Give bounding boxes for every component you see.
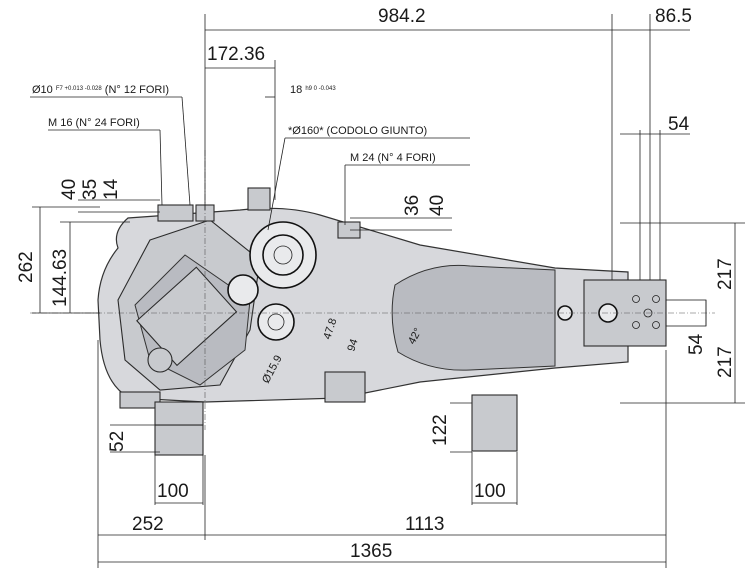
- dim-40-left: 40: [59, 179, 80, 200]
- dim-217-bottom: 217: [715, 346, 736, 378]
- dim-172-36: 172.36: [207, 44, 265, 65]
- dim-54-right: 54: [686, 333, 707, 355]
- dim-foot-left: 100: [157, 481, 189, 502]
- bolt-holes-spec: Ø10 F7 +0.013 -0.028 (N° 12 FORI): [32, 81, 169, 96]
- dim-foot-right: 100: [474, 481, 506, 502]
- dim-122: 122: [430, 414, 451, 446]
- top-flange-left: [157, 204, 194, 222]
- pump-body: [30, 150, 715, 456]
- bottom-boss: [324, 371, 366, 403]
- bolt-holes-count: (N° 12 FORI): [105, 84, 169, 96]
- dim-35: 35: [80, 179, 101, 200]
- motor-plate: [136, 266, 238, 367]
- tail-housing: [391, 264, 556, 371]
- dim-40-mid: 40: [427, 195, 448, 216]
- dim-52: 52: [107, 431, 128, 452]
- dim-1113: 1113: [405, 514, 444, 535]
- low-gear: [257, 303, 295, 341]
- top-connector: [247, 187, 271, 211]
- left-lower-boss: [147, 347, 173, 373]
- dimension-lines: [30, 14, 745, 568]
- hole-c: [652, 295, 660, 303]
- top-gear-hub: [273, 245, 293, 265]
- dim-94: 94: [345, 338, 360, 353]
- m24-holes: M 24 (N° 4 FORI): [350, 152, 436, 164]
- m16-holes: M 16 (N° 24 FORI): [48, 117, 140, 129]
- dim-984-2: 984.2: [378, 6, 426, 27]
- dim-86-5: 86.5: [655, 6, 692, 27]
- key-tolerance: h9 0 -0.043: [305, 86, 336, 92]
- shaft-note: *Ø160* (CODOLO GIUNTO): [288, 125, 427, 137]
- hole-b: [632, 321, 640, 329]
- dim-1365: 1365: [350, 541, 392, 562]
- hole-a: [632, 295, 640, 303]
- mid-gear: [227, 274, 259, 306]
- dim-252: 252: [132, 514, 164, 535]
- top-gear-inner: [262, 234, 304, 276]
- key-width: 18: [290, 84, 302, 96]
- bolt-holes-diameter: Ø10: [32, 84, 53, 96]
- dim-54-top: 54: [668, 114, 690, 135]
- dim-217-top: 217: [715, 258, 736, 290]
- bolt-holes-tolerance: F7 +0.013 -0.028: [56, 86, 103, 92]
- dim-262: 262: [16, 251, 37, 283]
- dim-144-63: 144.63: [50, 249, 71, 307]
- dim-14: 14: [101, 178, 122, 200]
- hole-d: [652, 321, 660, 329]
- hole-center: [643, 308, 653, 318]
- bottom-pad-left: [119, 391, 161, 409]
- key-spec: 18 h9 0 -0.043: [290, 84, 336, 96]
- left-foot-top: [154, 401, 204, 426]
- low-gear-hub: [267, 313, 285, 331]
- right-foot: [471, 394, 518, 452]
- left-foot: [154, 424, 204, 456]
- dim-36: 36: [402, 195, 423, 216]
